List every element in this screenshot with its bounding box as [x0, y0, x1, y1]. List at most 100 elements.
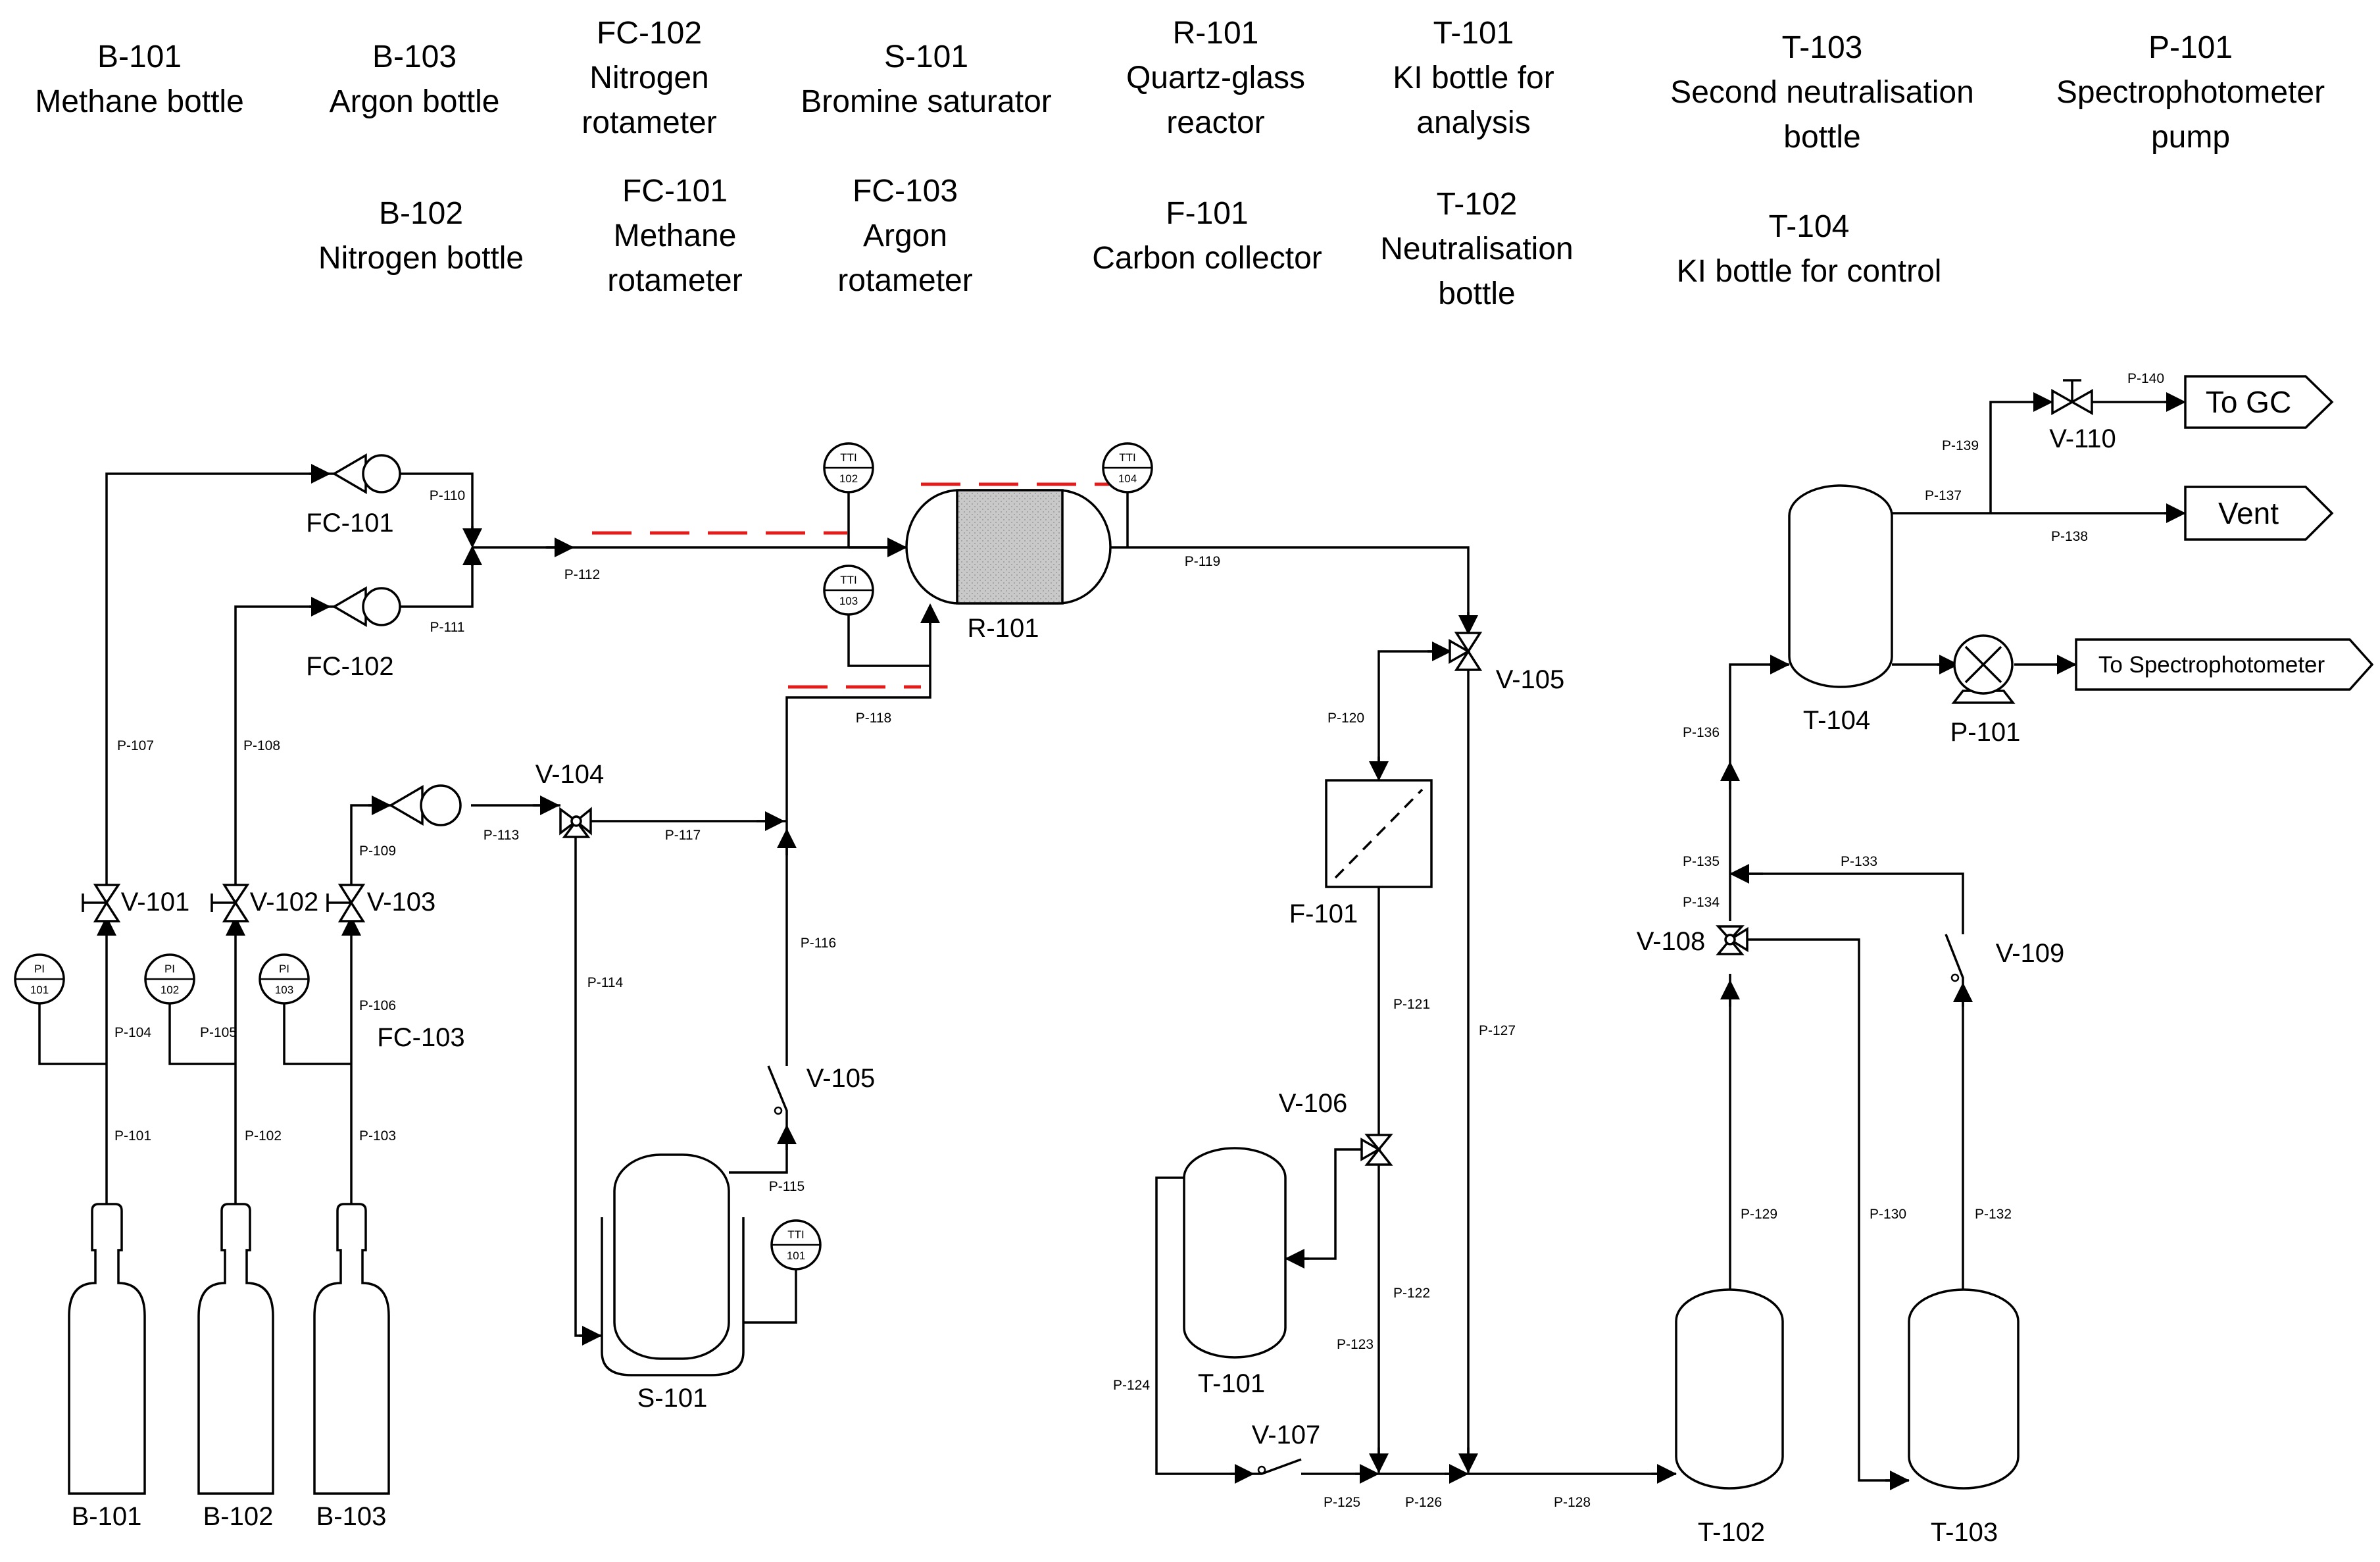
legend-desc: Nitrogen bottle — [318, 241, 524, 276]
pipe-p118 — [785, 605, 931, 821]
reactor-r101: R-101 — [905, 489, 1112, 643]
gas-cylinder — [68, 1203, 146, 1495]
valve-v110[interactable]: V-110 — [2049, 379, 2116, 453]
legend-desc: Carbon collector — [1092, 241, 1322, 276]
pipe-label: P-104 — [114, 1025, 151, 1040]
pipe-pi101 — [38, 1004, 107, 1065]
valve-label: V-105 — [806, 1064, 876, 1093]
pipe-p120 — [1377, 650, 1450, 780]
legend-t104: T-104 KI bottle for control — [1677, 209, 1942, 289]
pipe-label: P-116 — [801, 936, 836, 951]
valve-v101[interactable]: V-101 — [82, 884, 190, 922]
legend-desc: Methane bottle — [35, 84, 244, 119]
pipe-label: P-128 — [1554, 1495, 1591, 1510]
valve-label: V-102 — [250, 888, 319, 917]
check-valve-hinge — [1257, 1465, 1266, 1474]
check-valve-v109[interactable]: V-109 — [1945, 924, 2064, 986]
check-valve-hinge — [774, 1106, 783, 1115]
valve-body — [1724, 934, 1736, 945]
valve-stem — [326, 894, 351, 912]
legend-b103: B-103 Argon bottle — [330, 39, 500, 119]
gas-bottle-b101: B-101 — [68, 1203, 146, 1531]
pipe-label: P-135 — [1683, 854, 1720, 869]
instrument-number: 101 — [30, 984, 49, 996]
legend-id: B-102 — [379, 196, 463, 231]
instrument-tag: TTI — [840, 574, 857, 586]
legend-t103: T-103 Second neutralisation bottle — [1670, 30, 1974, 155]
check-valve-icon — [767, 1056, 788, 1119]
gas-bottle-b102: B-102 — [197, 1203, 274, 1531]
legend-desc: rotameter — [607, 263, 742, 298]
pipe-label: P-113 — [483, 828, 519, 843]
pipe-label: P-133 — [1841, 854, 1877, 869]
destination-label: To GC — [2206, 385, 2291, 419]
tank-t102: T-102 — [1675, 1288, 1784, 1547]
valve-stem — [2063, 379, 2081, 402]
valve-label: V-101 — [121, 888, 190, 917]
valve-label: V-103 — [367, 888, 436, 917]
legend-id: R-101 — [1173, 16, 1259, 51]
pipe-label: P-129 — [1741, 1207, 1777, 1222]
pipe-label: P-138 — [2051, 529, 2088, 544]
valve-v102[interactable]: V-102 — [211, 884, 319, 922]
check-valve-hinge — [1950, 973, 1960, 982]
tank-label: T-103 — [1931, 1518, 1998, 1547]
three-way-valve-icon — [1449, 632, 1483, 671]
pipe-label: P-140 — [2127, 371, 2164, 386]
legend-desc: rotameter — [582, 105, 716, 140]
instrument-number: 103 — [839, 595, 858, 607]
pipe-label: P-120 — [1327, 711, 1364, 726]
off-page-connector — [2075, 638, 2374, 691]
legend-desc: Quartz-glass — [1126, 61, 1305, 95]
check-valve-v105[interactable]: V-105 — [767, 1056, 876, 1119]
pipe-label: P-127 — [1479, 1023, 1516, 1038]
pipe-p136 — [1729, 663, 1789, 921]
legend-desc: KI bottle for — [1393, 61, 1554, 95]
saturator-label: S-101 — [637, 1384, 708, 1413]
instrument-number: 101 — [787, 1249, 805, 1262]
pipe-p108 — [234, 605, 334, 885]
tank-t101: T-101 — [1183, 1147, 1287, 1398]
tank-t104: T-104 — [1788, 484, 1893, 735]
pipe-label: P-123 — [1337, 1337, 1374, 1352]
pipe-label: P-102 — [245, 1128, 282, 1144]
pipe-label: P-115 — [769, 1179, 805, 1194]
valve-stem — [211, 894, 236, 912]
reactor-label: R-101 — [968, 614, 1039, 643]
pipe-label: P-105 — [200, 1025, 237, 1040]
valve-v108[interactable]: V-108 — [1637, 925, 1748, 956]
pipe-v106-t101 — [1286, 1148, 1362, 1260]
check-valve-v107[interactable]: V-107 — [1252, 1421, 1321, 1475]
legend-desc: Spectrophotometer — [2056, 75, 2325, 110]
instrument-tag: TTI — [787, 1228, 805, 1241]
pipe-p124 — [1155, 1176, 1253, 1475]
rotameter-label: FC-103 — [377, 1023, 464, 1052]
valve-v104[interactable]: V-104 — [535, 760, 605, 838]
legend-desc: pump — [2151, 120, 2230, 155]
pipe-label: P-132 — [1975, 1207, 2012, 1222]
instrument-tag: TTI — [1119, 451, 1136, 464]
valve-label: V-105 — [1496, 665, 1565, 694]
gate-valve-icon — [337, 884, 366, 922]
valve-v106[interactable]: V-106 — [1279, 1089, 1393, 1166]
valve-v105-three-way[interactable]: V-105 — [1449, 632, 1565, 694]
valve-label: V-110 — [2049, 424, 2116, 453]
rotameter-triangle — [332, 586, 367, 628]
pipe-p130 — [1747, 938, 1909, 1482]
pipe-label: P-136 — [1683, 725, 1720, 740]
pipe-label: P-134 — [1683, 895, 1720, 910]
legend-desc: analysis — [1416, 105, 1530, 140]
valve-label: V-104 — [535, 760, 605, 789]
rotameter-fc101: FC-101 — [306, 453, 401, 538]
instrument-tti103: TTI 103 — [823, 565, 874, 616]
instrument-tti102: TTI 102 — [823, 442, 874, 493]
pipe-label: P-112 — [564, 567, 600, 582]
instrument-pi103: PI 103 — [259, 953, 310, 1005]
destination-vent: Vent — [2184, 486, 2334, 541]
pipe-p107 — [105, 472, 334, 885]
pipe-pi103 — [283, 1004, 351, 1065]
valve-v103[interactable]: V-103 — [326, 884, 436, 922]
tank-label: T-104 — [1803, 706, 1870, 735]
rotameter-circle — [362, 454, 401, 493]
